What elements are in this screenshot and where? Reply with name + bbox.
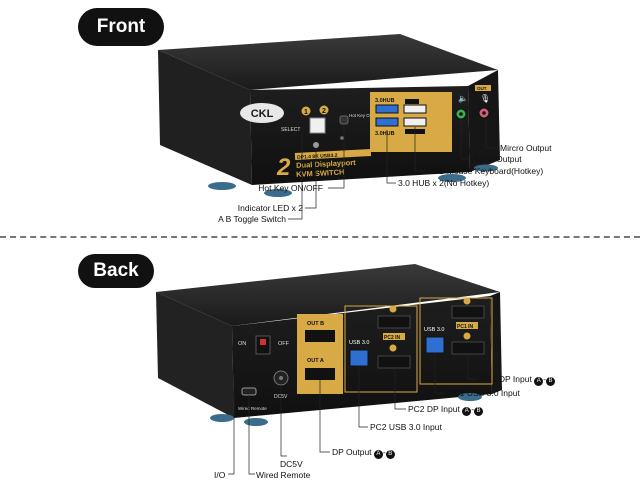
callout-hotkey: Hot Key ON/OFF [258, 183, 323, 193]
out-label: OUT [477, 86, 487, 91]
callout-mic-output: Mircro Output [500, 143, 552, 153]
usb-keyboard-port[interactable] [403, 117, 427, 127]
back-device: ON OFF Wired Remote DC5V OUT B OUT A USB… [156, 264, 502, 475]
pc2-dp-input-a[interactable] [377, 355, 411, 369]
pc2-usb30-port[interactable] [349, 349, 369, 367]
product-port-count: 2 [276, 154, 291, 181]
badge-a: A [373, 450, 383, 459]
badge-b: B [474, 407, 484, 416]
on-label: ON [238, 341, 246, 347]
badge-b: B [546, 377, 556, 386]
out-a-label: OUT A [307, 358, 324, 364]
indicator-led-1 [313, 142, 319, 148]
select-label: SELECT [281, 127, 300, 133]
hub-label-top: 3.0HUB [375, 98, 395, 104]
front-device: CKL 1 2 SELECT Hot Key ON/OFF 2 DP1.4 8K… [158, 34, 500, 220]
out-b-label: OUT B [307, 321, 324, 327]
callout-dc5v: DC5V [280, 459, 303, 469]
callout-indicator-led: Indicator LED x 2 [237, 203, 303, 213]
pc2-group [344, 305, 418, 393]
front-section-label: Front [78, 8, 164, 46]
back-callout-lines [228, 353, 478, 475]
svg-text:CKL: CKL [251, 108, 274, 120]
callout-audio-output: Audio Output [472, 154, 522, 164]
usb-hub-port-1[interactable] [375, 104, 399, 114]
speaker-icon: 🔈 [458, 94, 468, 103]
wired-remote-label: Wired Remote [238, 406, 267, 411]
usb-hub-port-2[interactable] [375, 117, 399, 127]
dp-output-b[interactable] [305, 330, 335, 342]
product-line-2: KVM SWITCH [296, 167, 345, 179]
indicator-led-2 [340, 136, 344, 140]
pc1-in-label: PC1 IN [457, 324, 474, 330]
product-line-1: Dual Displayport [296, 158, 356, 170]
mic-icon: 🎙 [480, 94, 490, 103]
dp-output-a[interactable] [305, 368, 335, 380]
usb-mouse-port[interactable] [403, 104, 427, 114]
pc1-dp-input-a[interactable] [451, 341, 485, 355]
callout-usb-hub: 3.0 HUB x 2(No Hotkey) [398, 178, 490, 188]
badge-a: A [462, 407, 472, 416]
pc1-dp-input-b[interactable] [451, 305, 485, 319]
callout-pc2-usb-input: PC2 USB 3.0 Input [370, 422, 442, 432]
port-number-2: 2 [322, 108, 326, 115]
front-callout-lines [288, 118, 498, 220]
badge-a: A [534, 377, 544, 386]
product-badge: DP1.4 8K USB3.2 [297, 153, 338, 161]
section-divider [0, 236, 640, 238]
hotkey-label: Hot Key ON/OFF [349, 113, 384, 118]
callout-dp-output: DP Output A-B [332, 447, 395, 459]
pc2-dp-input-b[interactable] [377, 315, 411, 329]
callout-pc1-usb-input: PC1 USB 3.0 Input [448, 388, 520, 398]
usb30-label-pc1: USB 3.0 [424, 327, 444, 333]
badge-b: B [385, 450, 395, 459]
callout-pc2-dp-input: PC2 DP Input A-B [408, 404, 484, 416]
hotkey-switch[interactable] [339, 115, 349, 125]
port-number-1: 1 [304, 109, 308, 116]
callout-io: I/O [214, 470, 226, 480]
pc1-group [419, 297, 493, 385]
callout-pc1-dp-input: PC1 DP Input A-B [480, 374, 556, 386]
select-button[interactable] [309, 117, 326, 134]
callout-ab-toggle: A B Toggle Switch [218, 214, 286, 224]
wired-remote-port[interactable] [241, 387, 257, 396]
pc2-in-label: PC2 IN [384, 335, 401, 341]
back-section-label: Back [78, 254, 154, 288]
pc1-usb30-port[interactable] [425, 336, 445, 354]
hub-label-bottom: 3.0HUB [375, 131, 395, 137]
callout-usb-mouse-keyboard: USB Mouse Keyboard(Hotkey) [427, 166, 544, 176]
usb30-label-pc2: USB 3.0 [349, 340, 369, 346]
off-label: OFF [278, 341, 290, 347]
brand-logo: CKL [240, 103, 284, 123]
callout-wired-remote: Wired Remote [256, 470, 311, 480]
